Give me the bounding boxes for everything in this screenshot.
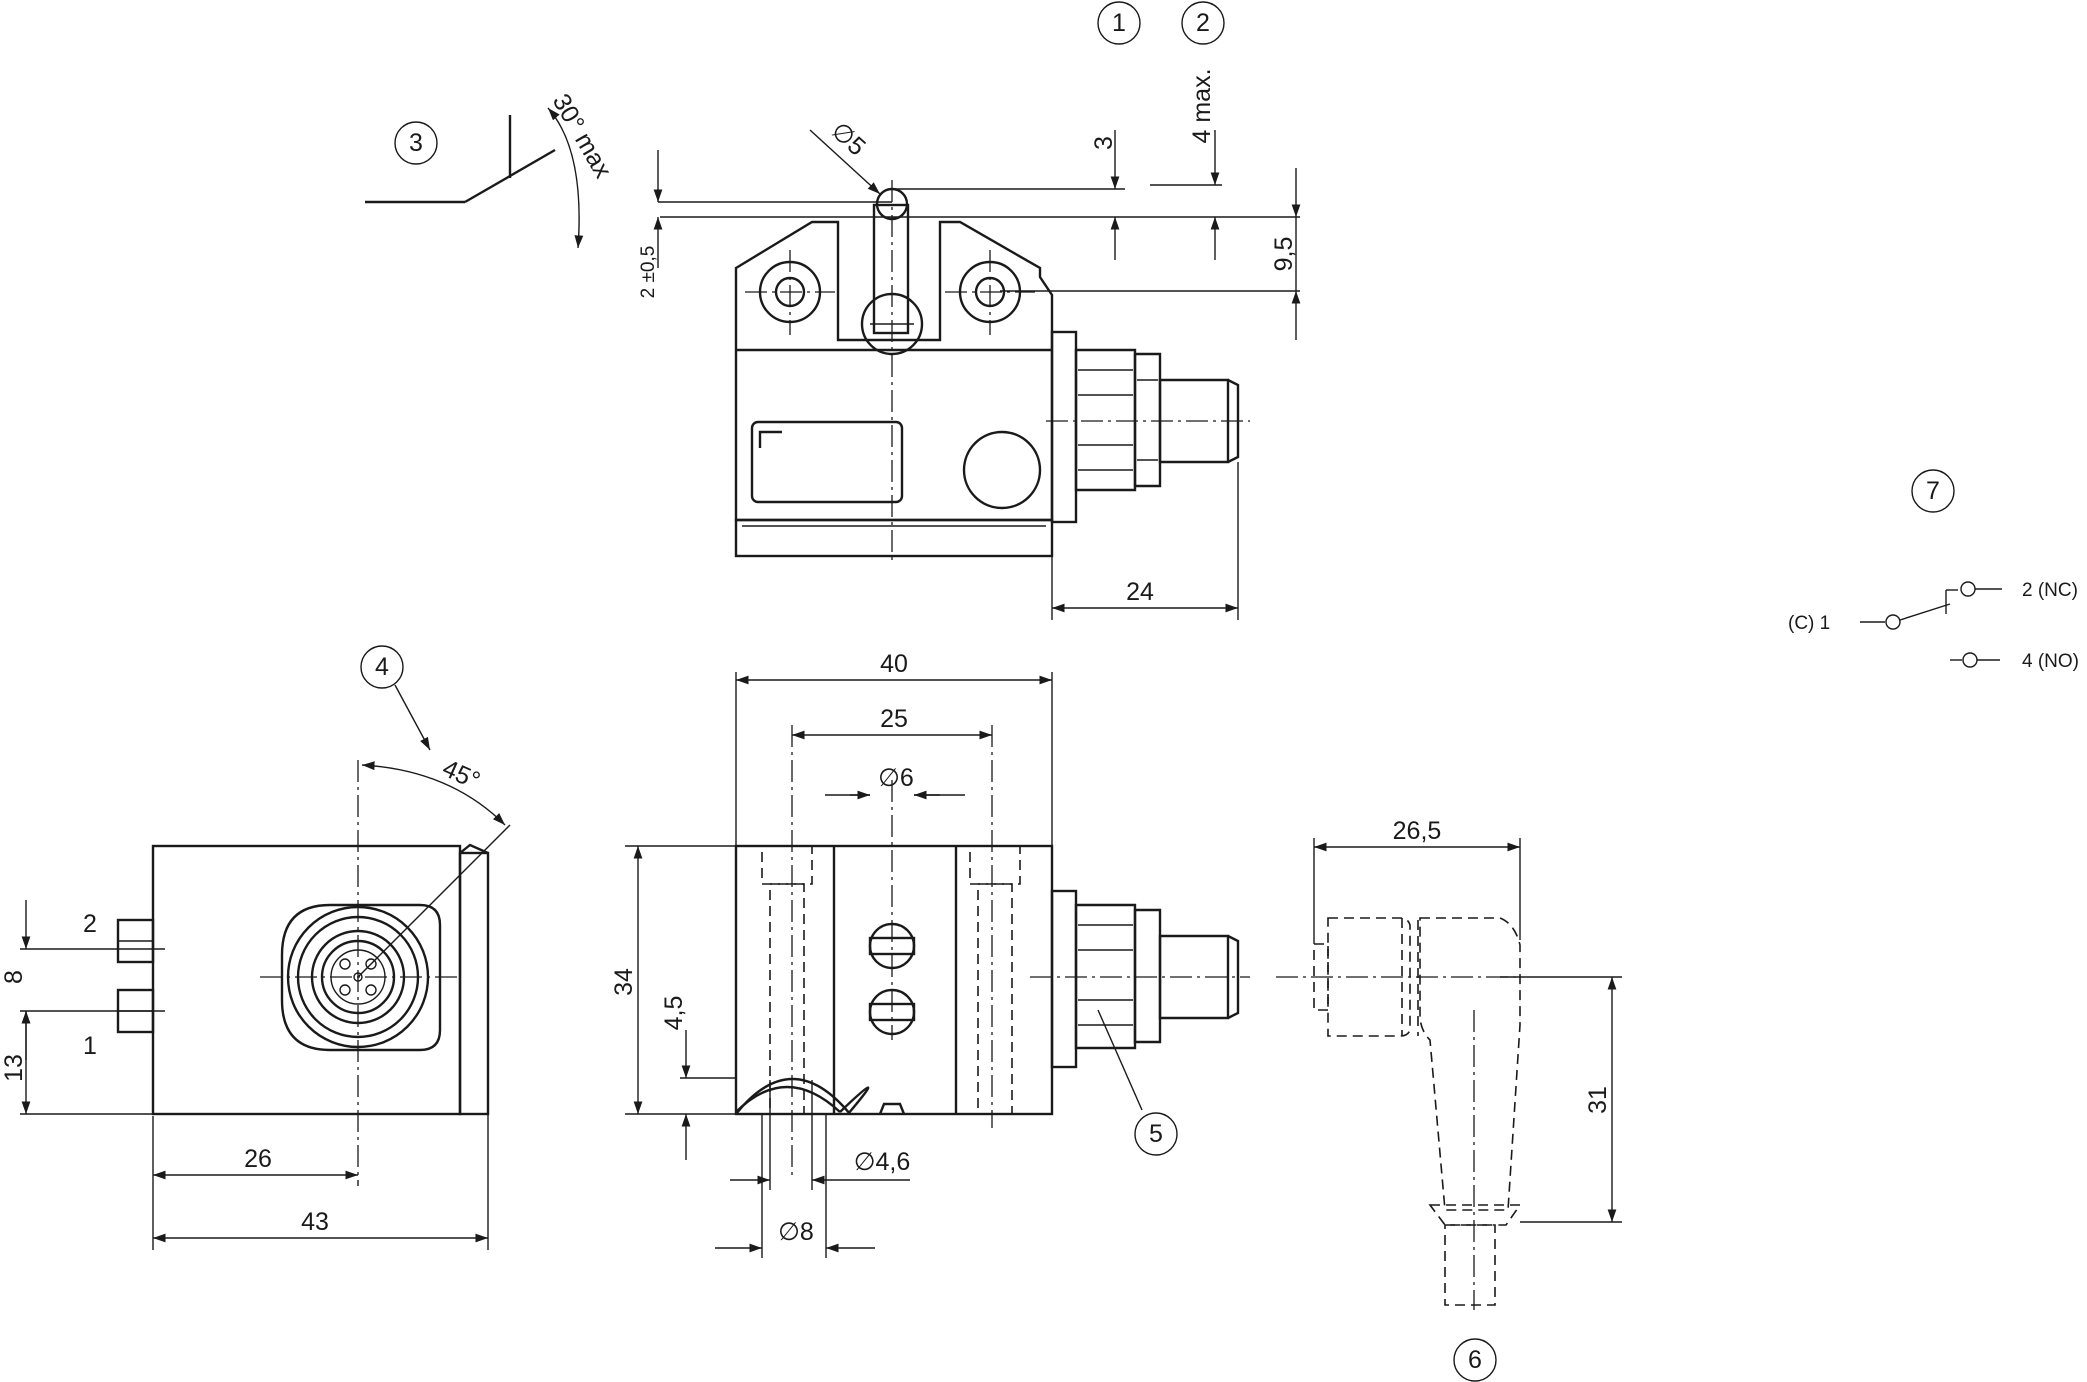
dim-26-5: 26,5 [1393, 817, 1442, 845]
pin-1-icon [339, 958, 351, 970]
dim-13: 13 [0, 1054, 28, 1082]
dim-25: 25 [880, 705, 908, 733]
dim-4-5: 4,5 [660, 996, 688, 1031]
position-label-2: 2 [83, 910, 97, 938]
dim-8: 8 [0, 970, 28, 984]
front-view: 45° 8 13 2 1 26 43 [0, 754, 511, 1250]
front-connector-frame [280, 903, 442, 1052]
dim-3: 3 [1090, 136, 1118, 150]
wiring-symbol: (C) 1 2 (NC) 4 (NO) [1788, 580, 2079, 672]
pin-3-icon [339, 984, 351, 996]
callout-1: 1 [1112, 9, 1126, 37]
dim-34: 34 [610, 968, 638, 996]
dim-43: 43 [301, 1208, 329, 1236]
top-view: 24 3 4 max. 9,5 2 ±0,5 ∅5 [638, 68, 1301, 620]
terminal-1-icon [1885, 614, 1901, 630]
callout-3: 3 [409, 129, 423, 157]
connector-nut [1074, 348, 1137, 492]
dim-4-max: 4 max. [1188, 68, 1216, 143]
dim-24: 24 [1126, 578, 1154, 606]
front-view-body [151, 844, 462, 1116]
logo-circle [962, 430, 1042, 510]
dim-dia-8: ∅8 [778, 1218, 814, 1246]
cable-socket: 26,5 31 [1276, 817, 1622, 1310]
terminal-2-icon [1960, 581, 1976, 597]
angle-30-max: 30° max [547, 89, 617, 183]
dim-40: 40 [880, 650, 908, 678]
callout-5: 5 [1149, 1120, 1163, 1148]
callouts: 1 2 3 4 5 6 7 [360, 1, 1955, 1382]
terminal-2-label: 2 (NC) [2022, 580, 2078, 601]
callout-4: 4 [375, 653, 389, 681]
dim-dia-6: ∅6 [878, 764, 914, 792]
approach-angle-sketch: 30° max [365, 89, 617, 249]
angle-45: 45° [438, 754, 484, 795]
side-view: 40 25 ∅6 34 4,5 ∅4,6 ∅8 [610, 650, 1250, 1258]
terminal-1-label: (C) 1 [1788, 613, 1830, 634]
dim-9-5: 9,5 [1270, 237, 1298, 272]
dim-31: 31 [1584, 1086, 1612, 1114]
dim-dia-4-6: ∅4,6 [854, 1148, 911, 1176]
callout-6: 6 [1468, 1346, 1482, 1374]
front-view-side-plate [458, 851, 490, 1116]
dim-2-tolerance: 2 ±0,5 [638, 246, 659, 299]
side-connector-flange [1050, 889, 1078, 1069]
side-view-body [734, 844, 1054, 1116]
pin-2-icon [365, 958, 377, 970]
terminal-4-label: 4 (NO) [2022, 651, 2079, 672]
callout-7: 7 [1926, 477, 1940, 505]
dim-26: 26 [244, 1145, 272, 1173]
pin-4-icon [365, 984, 377, 996]
position-label-1: 1 [83, 1032, 97, 1060]
connector-flange [1050, 330, 1078, 524]
label-plate [750, 420, 904, 504]
terminal-4-icon [1962, 652, 1978, 668]
callout-2: 2 [1196, 9, 1210, 37]
dim-dia-5: ∅5 [826, 117, 871, 162]
